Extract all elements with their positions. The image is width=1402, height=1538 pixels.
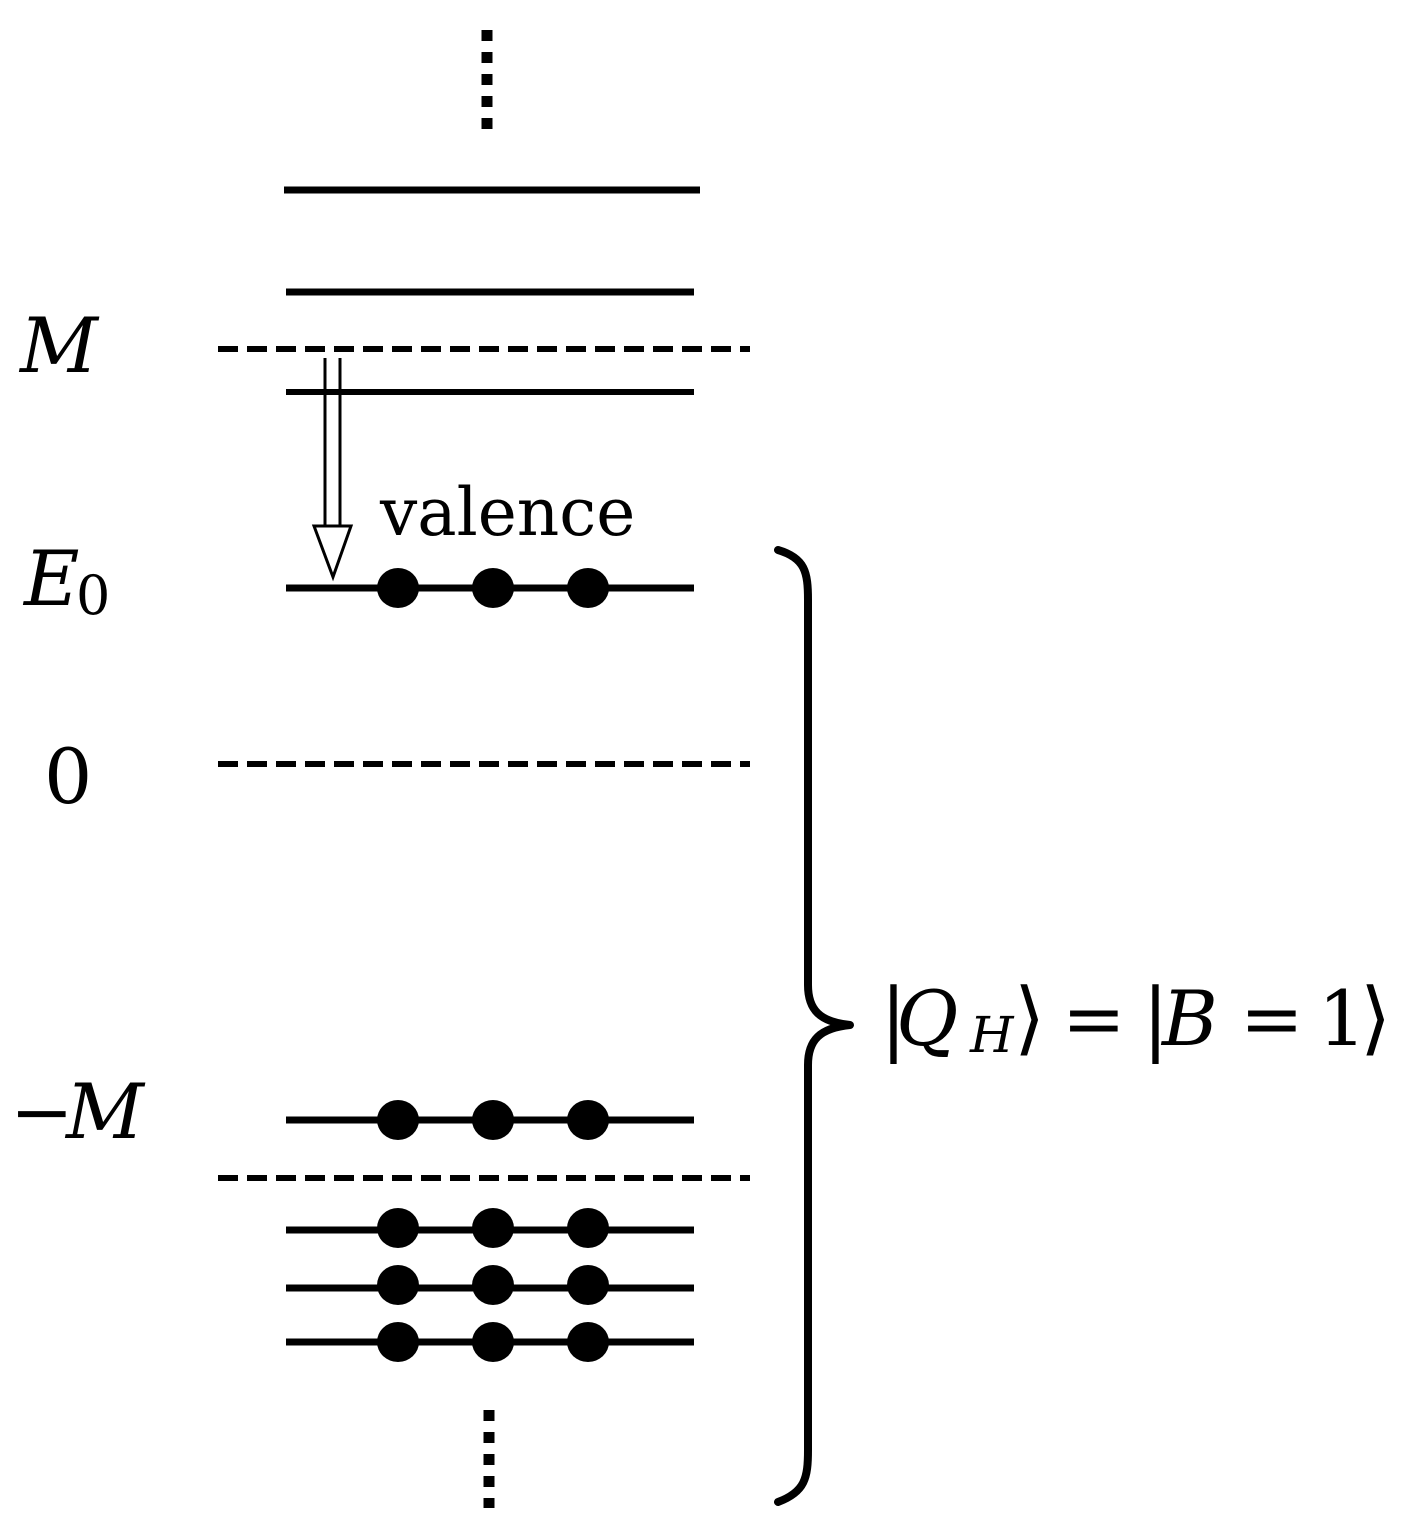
sea-particles-1 [377,1208,609,1248]
state-Q: Q [896,974,958,1063]
label-minus-M: M [64,1067,146,1156]
minus-M-particles [377,1100,609,1140]
particle [567,568,609,608]
state-equals-1: = [1062,974,1126,1063]
particle [472,568,514,608]
state-one: 1 [1318,974,1366,1063]
particle [377,568,419,608]
state-bar-1: | [880,971,907,1064]
label-E0: E [22,534,79,623]
particle [377,1100,419,1140]
particle [567,1322,609,1362]
state-B: B [1160,974,1218,1063]
label-E0-subscript: 0 [76,564,110,627]
state-brace [774,546,854,1506]
state-rangle-2: ⟩ [1360,971,1391,1064]
particle [472,1322,514,1362]
label-M: M [18,301,100,390]
state-label: | Q H ⟩ = | B = 1 ⟩ [880,971,1391,1064]
particle [567,1265,609,1305]
label-valence: valence [379,474,635,551]
particle [567,1100,609,1140]
state-H-subscript: H [969,1006,1015,1064]
particle [472,1265,514,1305]
state-equals-2: = [1240,974,1304,1063]
state-rangle-1: ⟩ [1014,971,1045,1064]
particle [377,1322,419,1362]
particle [377,1265,419,1305]
valence-arrow [311,358,354,582]
sea-particles-3 [377,1322,609,1362]
state-bar-2: | [1142,971,1169,1064]
label-minus-sign: − [10,1067,74,1156]
particle [472,1100,514,1140]
particle [377,1208,419,1248]
particle [567,1208,609,1248]
sea-particles-2 [377,1265,609,1305]
label-zero: 0 [44,732,92,821]
valence-particles [377,568,609,608]
particle [472,1208,514,1248]
